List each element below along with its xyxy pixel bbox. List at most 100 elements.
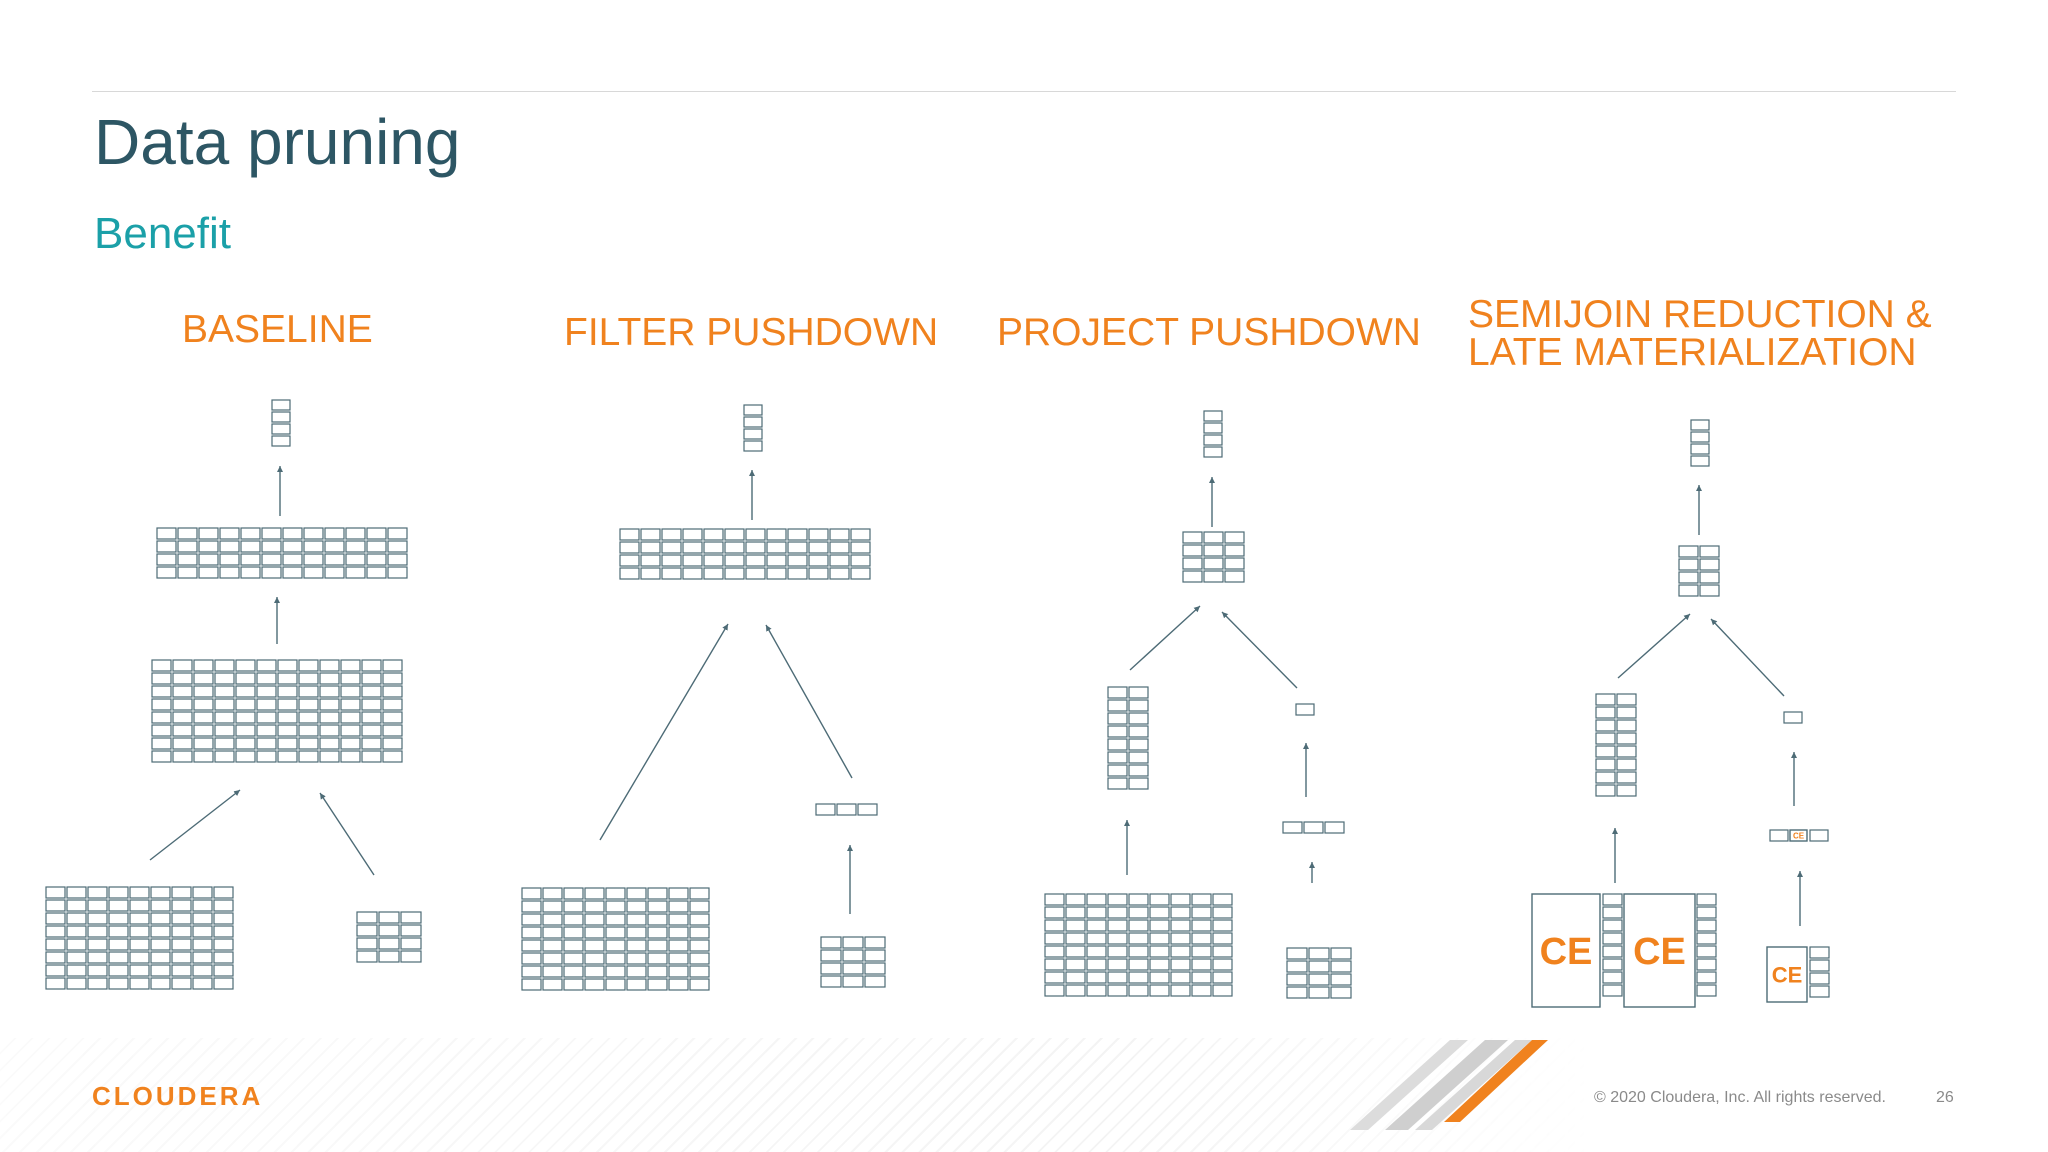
filter-left-scan-cell — [521, 965, 542, 978]
baseline-result-column-cell — [271, 423, 291, 435]
semijoin-left-column-2-cell — [1696, 932, 1717, 945]
filter-join-table-cell — [787, 554, 808, 567]
project-right-filtered-row — [1282, 821, 1345, 834]
baseline-join-table-cell — [151, 672, 172, 685]
baseline-join-table-cell — [340, 750, 361, 763]
baseline-left-scan-cell — [171, 938, 192, 951]
baseline-aggregate-table-cell — [261, 553, 282, 566]
filter-left-scan-cell — [626, 887, 647, 900]
baseline-join-table-cell — [214, 750, 235, 763]
baseline-join-table-cell — [214, 672, 235, 685]
semijoin-left-projected-cell — [1616, 719, 1637, 732]
project-left-scan-cell — [1191, 958, 1212, 971]
filter-left-scan-cell — [542, 978, 563, 991]
filter-left-scan-cell — [647, 926, 668, 939]
filter-filtered-row-cell — [857, 803, 878, 816]
project-left-scan-cell — [1044, 919, 1065, 932]
baseline-right-scan-cell — [356, 937, 378, 950]
project-left-scan-cell — [1170, 984, 1191, 997]
baseline-join-table — [151, 659, 403, 763]
project-left-projected-cell — [1128, 777, 1149, 790]
filter-left-scan-cell — [647, 913, 668, 926]
baseline-right-scan-cell — [356, 911, 378, 924]
cloudera-logo: CLOUDERA — [92, 1081, 264, 1111]
filter-result-column — [743, 404, 763, 452]
baseline-join-table-cell — [382, 685, 403, 698]
project-right-scan-cell — [1286, 960, 1308, 973]
baseline-left-scan-cell — [150, 899, 171, 912]
filter-join-table-cell — [682, 528, 703, 541]
semijoin-left-column-1-cell — [1602, 893, 1623, 906]
footer-stripe-band — [0, 1038, 2048, 1152]
filter-left-scan-cell — [647, 978, 668, 991]
semijoin-join-table-cell — [1678, 558, 1699, 571]
filter-arrow-left — [599, 623, 729, 841]
filter-join-table-cell — [682, 541, 703, 554]
project-left-scan-cell — [1170, 906, 1191, 919]
filter-left-scan-cell — [689, 952, 710, 965]
project-left-scan-cell — [1044, 958, 1065, 971]
filter-left-scan-cell — [647, 965, 668, 978]
project-left-scan-cell — [1107, 984, 1128, 997]
filter-join-table-cell — [808, 528, 829, 541]
baseline-aggregate-table-cell — [177, 540, 198, 553]
baseline-left-scan-cell — [150, 977, 171, 990]
semijoin-left-projected-cell — [1616, 706, 1637, 719]
baseline-join-table-cell — [298, 672, 319, 685]
semijoin-join-table-cell — [1678, 571, 1699, 584]
baseline-join-table-cell — [256, 711, 277, 724]
filter-left-scan-cell — [626, 900, 647, 913]
project-left-scan-cell — [1065, 906, 1086, 919]
project-left-scan-cell — [1149, 919, 1170, 932]
baseline-left-scan-cell — [87, 899, 108, 912]
semijoin-left-projected — [1595, 693, 1637, 797]
baseline-left-scan-cell — [213, 938, 234, 951]
heading-project-pushdown-line-1: PROJECT PUSHDOWN — [997, 311, 1421, 354]
baseline-left-scan-cell — [192, 886, 213, 899]
filter-join-table-cell — [640, 554, 661, 567]
filter-filtered-row — [815, 803, 878, 816]
semijoin-right-column-cell — [1809, 946, 1830, 959]
baseline-join-table-cell — [340, 672, 361, 685]
project-left-projected-cell — [1107, 777, 1128, 790]
project-right-scan-cell — [1330, 947, 1352, 960]
filter-left-scan-cell — [542, 913, 563, 926]
baseline-join-table-cell — [382, 711, 403, 724]
baseline-join-table-cell — [277, 685, 298, 698]
project-left-scan-cell — [1065, 958, 1086, 971]
filter-left-scan-cell — [521, 913, 542, 926]
semijoin-result-column-cell — [1690, 443, 1710, 455]
filter-right-scan-cell — [820, 949, 842, 962]
baseline-left-scan-cell — [108, 925, 129, 938]
baseline-join-table-cell — [256, 698, 277, 711]
baseline-left-scan-cell — [66, 964, 87, 977]
baseline-left-scan-cell — [171, 912, 192, 925]
baseline-left-scan-cell — [192, 938, 213, 951]
baseline-left-scan-cell — [213, 886, 234, 899]
filter-join-table-cell — [829, 528, 850, 541]
project-left-scan-cell — [1170, 919, 1191, 932]
semijoin-left-column-1-cell — [1602, 945, 1623, 958]
semijoin-filtered-cell-right — [1809, 829, 1829, 842]
project-left-scan-cell — [1086, 893, 1107, 906]
project-arrow-right — [1221, 611, 1298, 689]
baseline-aggregate-table-cell — [387, 527, 408, 540]
baseline-left-scan-cell — [171, 964, 192, 977]
project-left-projected-cell — [1128, 699, 1149, 712]
baseline-join-table-cell — [340, 698, 361, 711]
filter-join-table-cell — [619, 541, 640, 554]
baseline-left-scan-cell — [87, 925, 108, 938]
project-left-scan-cell — [1128, 919, 1149, 932]
baseline-right-scan-cell — [378, 911, 400, 924]
baseline-result-column-cell — [271, 411, 291, 423]
baseline-aggregate-table-cell — [198, 553, 219, 566]
project-result-column-cell — [1203, 410, 1223, 422]
filter-left-scan-cell — [584, 939, 605, 952]
project-left-scan-cell — [1065, 971, 1086, 984]
project-left-scan-cell — [1044, 906, 1065, 919]
project-left-scan-cell — [1212, 945, 1233, 958]
baseline-aggregate-table-cell — [366, 566, 387, 579]
baseline-left-scan-cell — [66, 938, 87, 951]
project-right-scan-cell — [1330, 960, 1352, 973]
baseline-join-table-cell — [340, 685, 361, 698]
